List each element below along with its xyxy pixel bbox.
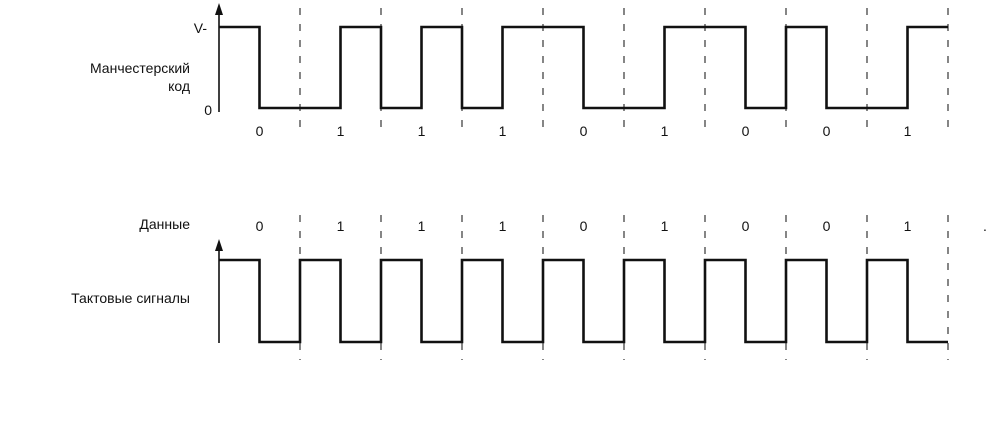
data-bit-label: 0: [823, 218, 831, 234]
clock-panel: Тактовые сигналы: [71, 239, 948, 344]
manchester-bit-label: 0: [256, 123, 264, 139]
data-bit-label: 1: [904, 218, 912, 234]
data-panel: Данные 0 1 1 1 0 1 0 0 1 .: [139, 216, 987, 234]
manchester-axis-arrow: [215, 3, 223, 15]
data-bit-label: 0: [742, 218, 750, 234]
data-bit-label: 0: [256, 218, 264, 234]
manchester-bit-label: 1: [499, 123, 507, 139]
data-bit-label: 1: [499, 218, 507, 234]
data-bit-label: 1: [337, 218, 345, 234]
manchester-bit-label: 0: [742, 123, 750, 139]
level-high-label: V-: [194, 20, 208, 36]
manchester-label-line1: Манчестерский: [90, 60, 190, 76]
clock-label: Тактовые сигналы: [71, 290, 190, 306]
manchester-bit-label: 0: [823, 123, 831, 139]
manchester-bit-label: 0: [580, 123, 588, 139]
data-bit-label: 0: [580, 218, 588, 234]
manchester-bit-labels: 0 1 1 1 0 1 0 0 1: [256, 123, 912, 139]
manchester-waveform: [219, 25, 948, 110]
manchester-bit-label: 1: [418, 123, 426, 139]
level-low-label: 0: [204, 102, 212, 118]
clock-waveform: [219, 258, 948, 344]
data-bit-label: 1: [418, 218, 426, 234]
manchester-bit-label: 1: [337, 123, 345, 139]
data-bit-label: 1: [661, 218, 669, 234]
stray-dot: .: [983, 218, 987, 234]
manchester-bit-label: 1: [904, 123, 912, 139]
data-bit-labels: 0 1 1 1 0 1 0 0 1: [256, 218, 912, 234]
clock-axis-arrow: [215, 239, 223, 251]
manchester-bit-label: 1: [661, 123, 669, 139]
data-label: Данные: [139, 216, 190, 232]
manchester-label-line2: код: [168, 78, 190, 94]
manchester-panel: Манчестерский код V- 0 0 1 1 1 0 1 0 0 1: [90, 3, 948, 139]
